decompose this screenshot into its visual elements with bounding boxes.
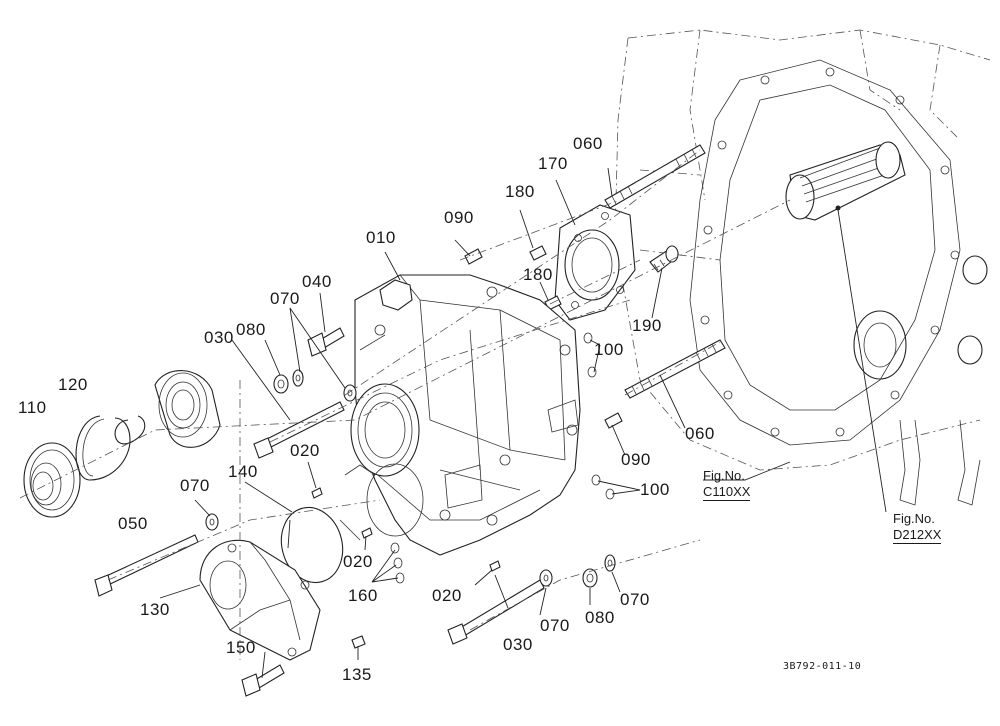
- fig-ref-d212xx: Fig.No. D212XX: [893, 511, 942, 544]
- callout-070: 070: [270, 289, 300, 308]
- callout-030: 030: [503, 635, 533, 654]
- fig-ref-code: C110XX: [703, 484, 751, 501]
- callout-170: 170: [538, 154, 568, 173]
- callout-020: 020: [343, 552, 373, 571]
- callout-090: 090: [621, 450, 651, 469]
- callout-030: 030: [204, 328, 234, 347]
- bolt-040: [307, 327, 345, 357]
- callout-010: 010: [366, 228, 396, 247]
- snap-ring-120: [75, 415, 146, 481]
- callout-135: 135: [342, 665, 372, 684]
- callout-060: 060: [573, 134, 603, 153]
- bolt-050: [94, 534, 199, 597]
- callout-100: 100: [594, 340, 624, 359]
- fig-ref-label: Fig.No.: [893, 511, 935, 526]
- leader-lines: [159, 167, 887, 679]
- oil-seal-110: [23, 442, 81, 518]
- callout-160: 160: [348, 586, 378, 605]
- callout-050: 050: [118, 514, 148, 533]
- bolt-150: [241, 664, 285, 697]
- callout-080: 080: [585, 608, 615, 627]
- callout-070: 070: [180, 476, 210, 495]
- bolt-030-lower: [447, 579, 545, 645]
- transmission-case-010: [339, 274, 581, 556]
- callout-070: 070: [540, 616, 570, 635]
- output-shaft: [785, 141, 906, 221]
- callout-020: 020: [290, 441, 320, 460]
- fig-ref-c110xx: Fig.No. C110XX: [703, 468, 751, 501]
- stud-bolt-060-upper: [604, 144, 706, 209]
- callout-130: 130: [140, 600, 170, 619]
- callout-020: 020: [432, 586, 462, 605]
- fig-ref-label: Fig.No.: [703, 468, 745, 483]
- document-number: 3B792-011-10: [783, 661, 862, 672]
- ball-bearing: [154, 370, 221, 448]
- callout-190: 190: [632, 316, 662, 335]
- assembly-axes: [19, 149, 791, 660]
- callout-140: 140: [228, 462, 258, 481]
- callout-100: 100: [640, 480, 670, 499]
- callout-060: 060: [685, 424, 715, 443]
- dowel-pins: [464, 245, 623, 429]
- fig-ref-code: D212XX: [893, 527, 942, 544]
- callout-090: 090: [444, 208, 474, 227]
- stud-bolt-060-lower: [624, 339, 726, 399]
- callout-070: 070: [620, 590, 650, 609]
- callout-120: 120: [58, 375, 88, 394]
- callout-080: 080: [236, 320, 266, 339]
- small-pins-and-o-rings: [311, 332, 615, 649]
- o-ring-140: [280, 506, 344, 584]
- callout-150: 150: [226, 638, 256, 657]
- callout-180: 180: [523, 265, 553, 284]
- callout-180: 180: [505, 182, 535, 201]
- gasket-170: [554, 204, 636, 321]
- transmission-housing-background: [614, 29, 991, 506]
- callout-040: 040: [302, 272, 332, 291]
- washers-and-nuts: [205, 369, 616, 588]
- callout-110: 110: [18, 398, 47, 417]
- cover-130: [199, 539, 321, 661]
